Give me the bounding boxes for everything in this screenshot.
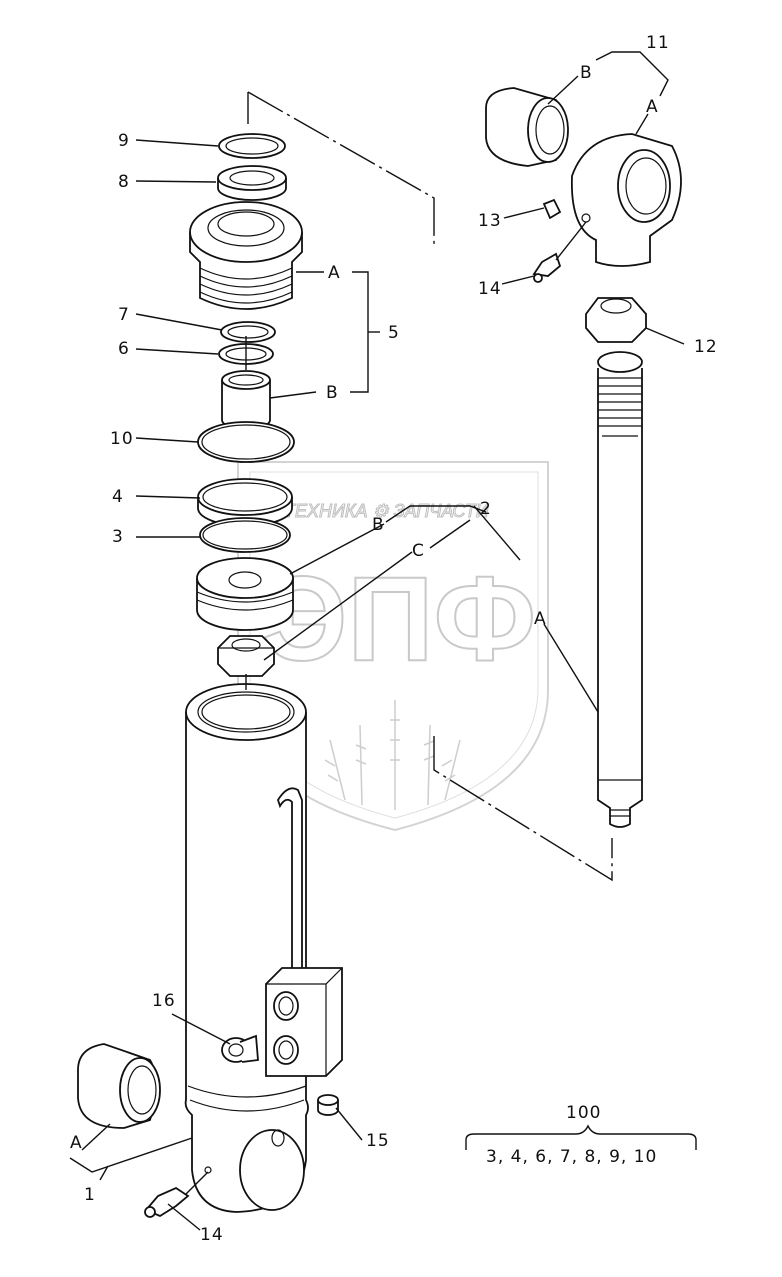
- part-5-bushing: [221, 370, 271, 430]
- part-14-grease-nipple-bottom: [144, 1166, 212, 1218]
- label-9: 9: [118, 131, 130, 151]
- label-16: 16: [152, 991, 176, 1011]
- label-6: 6: [118, 339, 130, 359]
- watermark: ТЕХНИКА ⚙ ЗАПЧАСТИ ЭПФ: [237, 461, 549, 832]
- watermark-wheat-icon: [324, 700, 461, 810]
- part-13-plug: [542, 198, 562, 220]
- label-14-bottom: 14: [200, 1225, 224, 1245]
- label-5-a: A: [328, 263, 341, 283]
- label-11-a: A: [646, 97, 659, 117]
- label-14-top: 14: [478, 279, 502, 299]
- label-1: 1: [84, 1185, 96, 1205]
- label-13: 13: [478, 211, 502, 231]
- label-2-c: C: [412, 541, 425, 561]
- assembly-lines: [245, 91, 613, 882]
- part-5-gland: [189, 201, 303, 310]
- part-12-nut: [585, 297, 647, 343]
- label-5-b: B: [326, 383, 339, 403]
- part-8-wiper-ring: [217, 165, 287, 201]
- part-14-grease-nipple-top: [532, 252, 562, 283]
- part-11-bushing: [485, 87, 569, 167]
- part-4-backup-ring: [197, 478, 293, 527]
- label-7: 7: [118, 305, 130, 325]
- watermark-brand-line: ТЕХНИКА ⚙ ЗАПЧАСТИ: [284, 501, 489, 521]
- part-16-plug: [221, 1034, 259, 1063]
- label-15: 15: [366, 1131, 390, 1151]
- part-1-cylinder-tube: [184, 683, 343, 1213]
- label-2: 2: [480, 499, 492, 519]
- part-15-plug: [317, 1094, 339, 1116]
- leader-lines: [69, 51, 685, 1231]
- label-1-a: A: [70, 1133, 83, 1153]
- label-11-b: B: [580, 63, 593, 83]
- part-2-piston: [196, 557, 294, 631]
- part-7-seal: [220, 321, 276, 343]
- label-12: 12: [694, 337, 718, 357]
- part-labels: 9 8 A 5 7 6 B 10 4 3 B 2 C A 11 B A 13 1…: [70, 33, 718, 1245]
- part-9-snap-ring: [218, 133, 286, 159]
- label-2-b: B: [372, 515, 385, 535]
- part-11-rod-eye: [571, 133, 682, 267]
- part-10-o-ring: [197, 421, 295, 463]
- label-2-a: A: [534, 609, 547, 629]
- label-10: 10: [110, 429, 134, 449]
- kit-number: 100: [566, 1103, 601, 1123]
- label-3: 3: [112, 527, 124, 547]
- label-4: 4: [112, 487, 124, 507]
- watermark-logo-text: ЭПФ: [262, 552, 536, 686]
- part-1-bushing: [77, 1043, 161, 1129]
- kit-100-bracket: [465, 1124, 697, 1150]
- part-piston-rod: [597, 351, 643, 828]
- part-3-o-ring: [199, 517, 291, 553]
- label-8: 8: [118, 172, 130, 192]
- part-2-nut: [217, 635, 275, 677]
- kit-contents: 3, 4, 6, 7, 8, 9, 10: [486, 1147, 657, 1167]
- label-5: 5: [388, 323, 400, 343]
- label-11: 11: [646, 33, 670, 53]
